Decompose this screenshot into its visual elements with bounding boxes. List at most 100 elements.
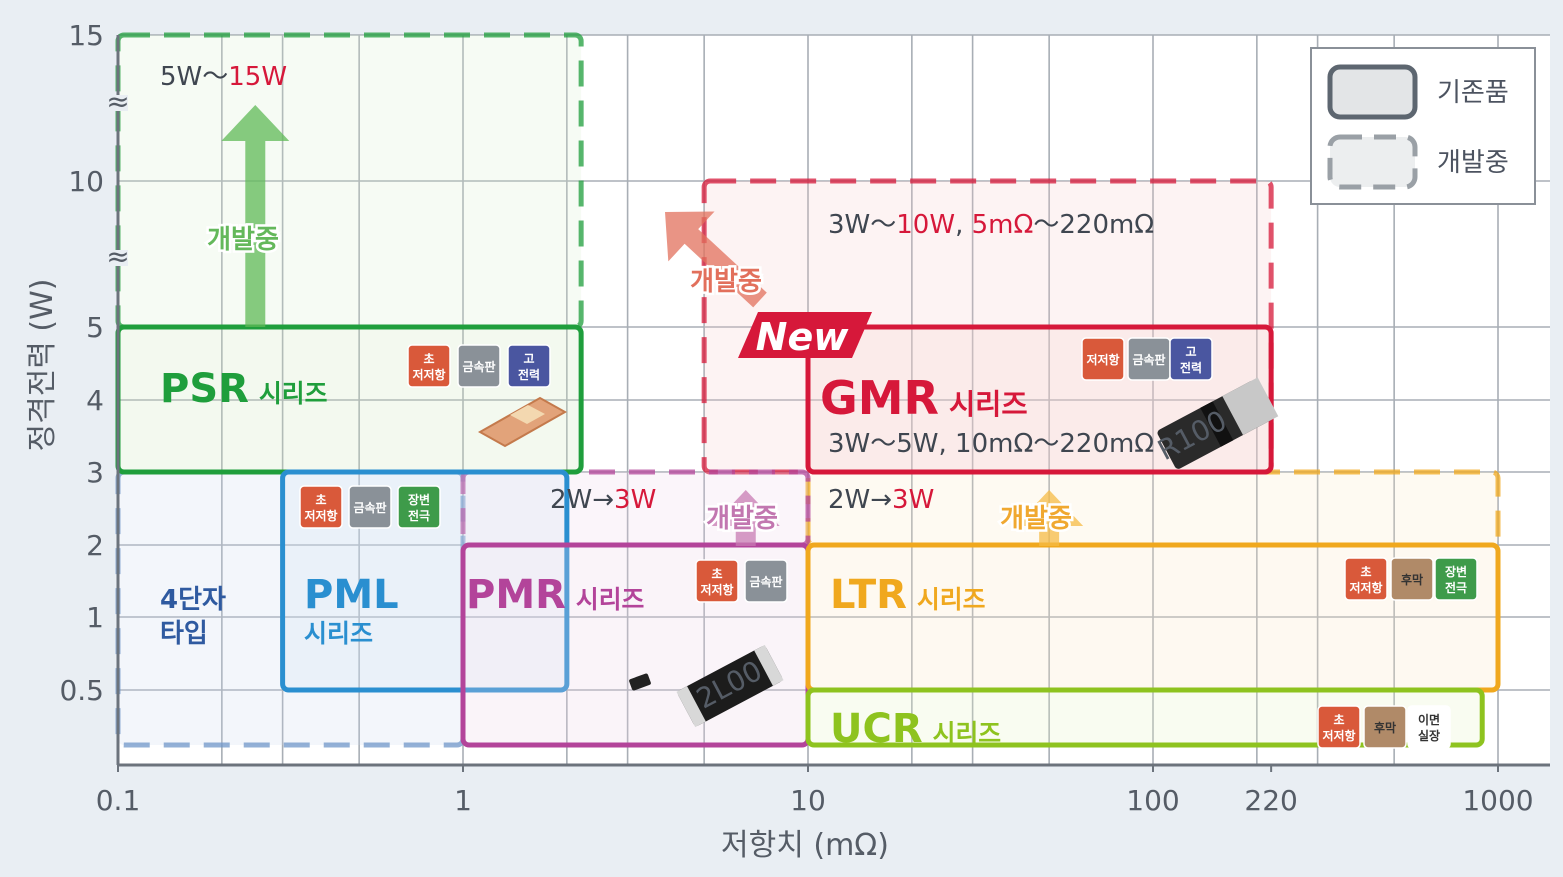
range-part: ～ [870,429,896,459]
badge-pml-ultra-low [299,485,343,529]
pmr-arrow [711,490,780,546]
range-part: 15W [228,62,287,92]
badge-ltr-thick-text: 후막 [1401,572,1423,587]
series-name: GMR [820,371,939,425]
dev-label-psr: 개발중 [207,225,279,255]
range-part: 2W [828,485,870,515]
badge-pmr-metal [744,559,788,603]
range-part: , [955,210,972,240]
badge-ltr-thick [1390,557,1434,601]
range-part: 0mΩ [972,429,1034,459]
axis-break-bg [108,95,128,111]
dev-label-gmr: 개발중 [690,267,762,297]
badge-psr-high-power-text: 고 [523,352,534,366]
development-arrows [221,105,1084,546]
badge-gmr-low [1081,337,1125,381]
gmr-arrow [665,211,767,308]
badge-psr-high-power [507,344,551,388]
series-suffix: 시리즈 [949,388,1028,421]
badge-pml-ultra-low-text-2: 저저항 [304,508,337,523]
badge-gmr-low-text: 저저항 [1086,352,1119,367]
series-name: UCR [830,706,923,752]
badge-ltr-long-side [1434,557,1478,601]
range-part: 0mΩ [1092,210,1154,240]
badge-pmr-ultra-low-text: 초 [711,567,722,581]
y-tick-label: 10 [68,165,104,198]
badge-ucr-ultra-low-text: 초 [1333,713,1344,727]
four-terminal-title: 4단자 [160,585,226,615]
new-flag [738,312,872,358]
badge-ucr-thick [1363,705,1407,749]
psr-range-text: 5W～15W [160,62,287,92]
pml-suffix: 시리즈 [304,619,373,648]
range-part: 2W [550,485,592,515]
gmr-dev-range-text: 3W～10W, 5mΩ～220mΩ [828,210,1154,240]
x-axis-title: 저항치 (mΩ) [721,828,889,863]
badge-ucr-two-side-text-2: 실장 [1418,728,1440,743]
badge-gmr-high-power [1169,337,1213,381]
legend-swatch-existing [1327,64,1418,120]
badge-pml-long-side-text-2: 전극 [408,508,430,523]
badge-ucr-ultra-low-text-2: 저저항 [1322,728,1355,743]
series-name: LTR [830,572,907,618]
y-tick-label: 5 [86,311,104,344]
range-part: , 1 [939,429,972,459]
psr-chip-center [510,405,545,424]
series-suffix: 시리즈 [576,585,645,614]
range-part: 0mΩ [1092,429,1154,459]
x-tick-label: 220 [1244,784,1297,817]
series-suffix: 시리즈 [933,719,1002,748]
badge-psr-ultra-low [407,344,451,388]
y-axis-title: 정격전력 (W) [25,278,60,451]
badge-gmr-high-power-text: 고 [1185,345,1196,359]
series-name: PMR [466,572,566,618]
new-flag-text: New [756,315,850,359]
x-tick-label: 1000 [1462,784,1533,817]
ltr-arrow [1015,490,1084,546]
badge-psr-ultra-low-text-2: 저저항 [412,367,445,382]
axis-break-bg [108,250,128,266]
badge-gmr-high-power-text-2: 전력 [1180,360,1202,375]
dev-label-pmr: 개발중 [706,504,778,534]
badge-pml-ultra-low-text: 초 [315,493,326,507]
psr-chip [477,396,568,448]
psr-arrow [221,105,290,327]
gmr-title: GMR 시리즈 [820,371,1028,425]
x-tick-label: 100 [1126,784,1179,817]
x-tick-label: 10 [790,784,826,817]
dev-label-ltr: 개발중 [1000,504,1072,534]
x-tick-label: 0.1 [96,784,141,817]
badge-pmr-metal-text: 금속판 [749,574,782,589]
badge-ltr-ultra-low-text-2: 저저항 [1349,580,1382,595]
series-suffix: 시리즈 [259,379,328,408]
badge-pmr-ultra-low [695,559,739,603]
legend-label-development: 개발중 [1437,148,1509,178]
ucr-title: UCR 시리즈 [830,706,1001,752]
badge-ltr-long-side-text: 장변 [1445,564,1467,579]
pmr-chip-terminal-right [754,644,784,686]
x-tick-label: 1 [454,784,472,817]
range-part: 3W [614,485,656,515]
badge-psr-high-power-text-2: 전력 [518,367,540,382]
axis-break: ≈ [106,85,129,118]
badge-ltr-long-side-text-2: 전극 [1445,580,1467,595]
badge-ltr-ultra-low-text: 초 [1360,565,1371,579]
y-tick-label: 2 [86,529,104,562]
pmr-range-text: 2W→3W [550,485,656,515]
range-part: 5mΩ [972,210,1034,240]
badge-ucr-ultra-low [1317,705,1361,749]
badge-pml-metal-text: 금속판 [353,500,386,515]
y-tick-label: 1 [86,601,104,634]
range-part: 10W [896,210,955,240]
badge-pml-metal [348,485,392,529]
badge-ltr-ultra-low [1344,557,1388,601]
range-part: 3W [828,210,870,240]
pmr-title: PMR 시리즈 [466,572,645,618]
gmr-chip-gap [1200,401,1234,447]
